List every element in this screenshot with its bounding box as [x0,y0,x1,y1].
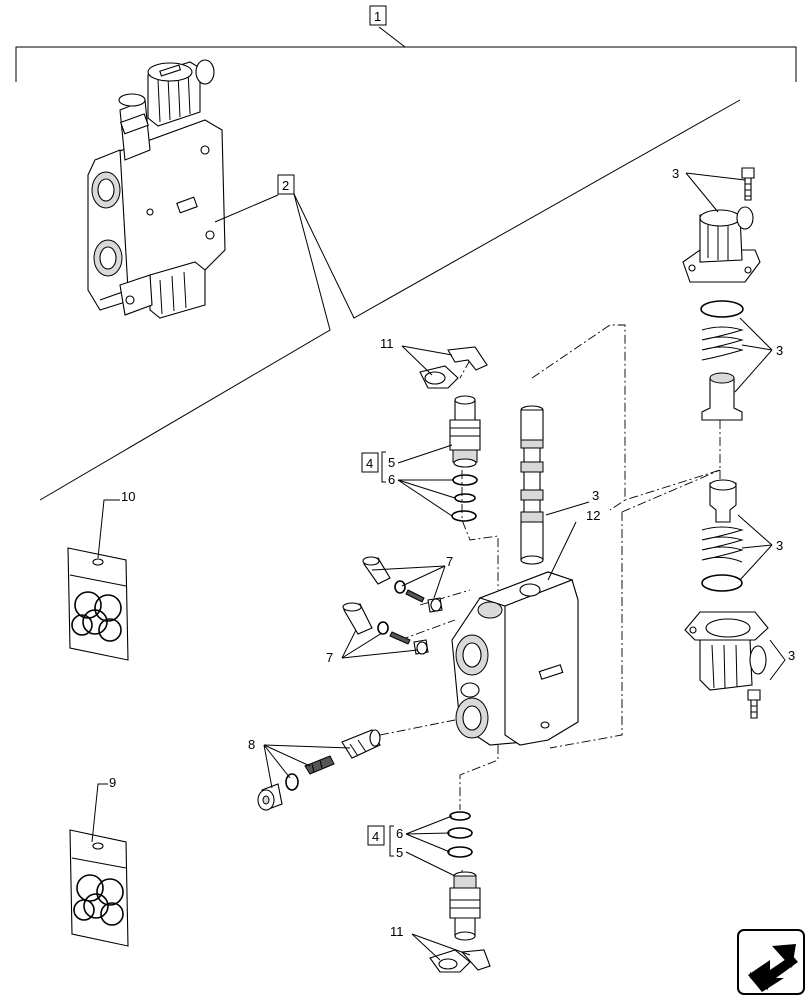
relief-valve-parts[interactable]: 8 [248,729,381,811]
callout-6-bottom: 6 [396,826,403,841]
callout-2: 2 [282,178,289,193]
check-valve-parts[interactable]: 7 7 [326,554,453,665]
callout-3-bottom: 3 [788,648,795,663]
callout-5-bottom: 5 [396,845,403,860]
callout-4-bottom: 4 [372,829,379,844]
next-page-arrow-icon[interactable] [737,929,805,995]
valve-spool[interactable]: 3 [520,405,599,565]
top-cover-assembly[interactable]: 3 3 [672,166,783,421]
callout-9: 9 [109,775,116,790]
callout-3-upper-right: 3 [776,343,783,358]
callout-box-2 [277,174,295,195]
callout-8: 8 [248,737,255,752]
valve-assembly[interactable] [87,59,226,319]
lower-cartridge[interactable]: 4 6 5 11 [367,811,491,973]
callout-11-bottom: 11 [390,924,404,939]
bottom-cover-assembly[interactable]: 3 3 [684,479,795,719]
callout-3-top: 3 [672,166,679,181]
callout-1: 1 [374,9,381,24]
callout-7-bottom: 7 [326,650,333,665]
callout-10: 10 [121,489,135,504]
callout-box-4-top [361,452,379,473]
section-lines: 2 [39,99,741,501]
callout-11-top: 11 [380,336,394,351]
callout-4-top: 4 [366,456,373,471]
valve-section-body[interactable]: 12 [451,508,600,746]
callout-5-top: 5 [388,455,395,470]
upper-cartridge[interactable]: 11 4 5 6 [361,336,488,522]
callout-3-lower-right: 3 [776,538,783,553]
callout-box-1 [369,5,387,26]
callout-3-spool: 3 [592,488,599,503]
callout-12: 12 [586,508,600,523]
seal-kit-10[interactable]: 10 [67,489,135,661]
seal-kit-9[interactable]: 9 [69,775,129,947]
assembly-bracket: 1 [15,5,797,82]
callout-7-top: 7 [446,554,453,569]
callout-6-top: 6 [388,472,395,487]
callout-box-4-bottom [367,825,385,846]
